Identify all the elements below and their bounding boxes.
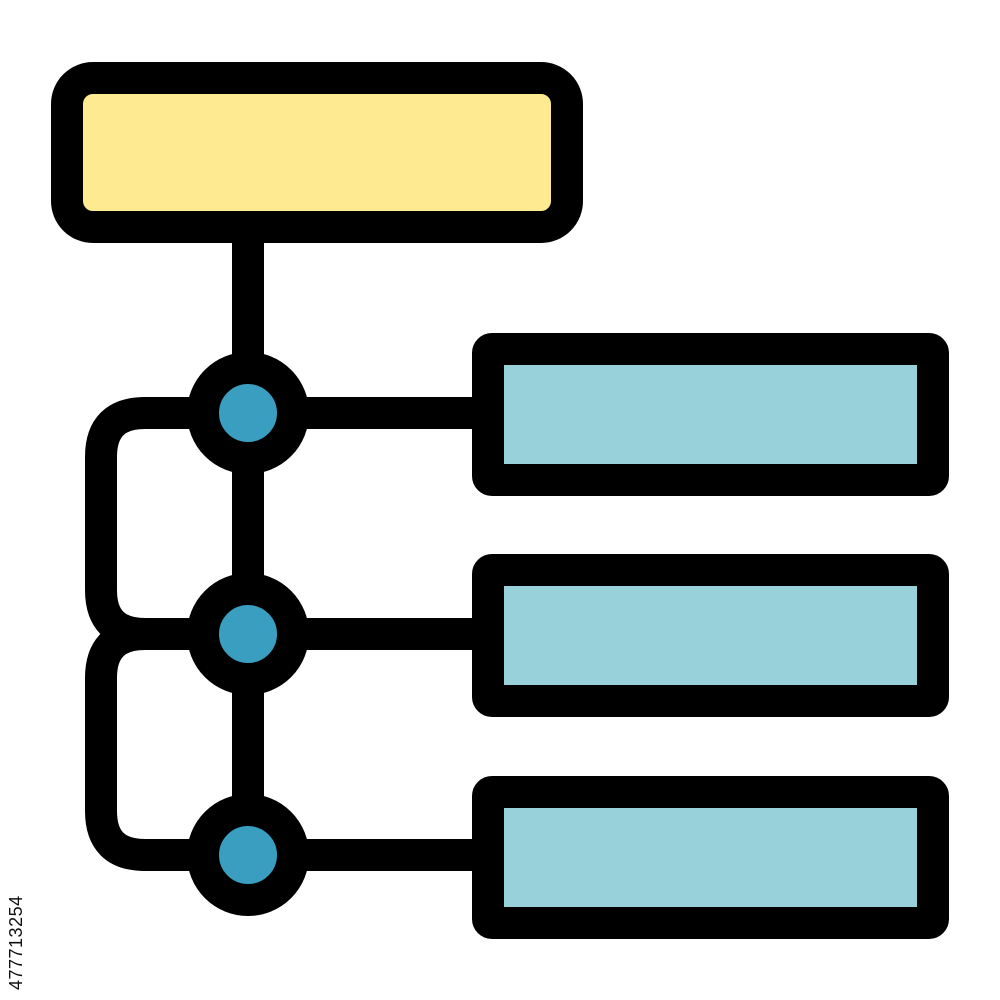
stock-id-watermark: 477713254 xyxy=(6,895,26,990)
child-box-2 xyxy=(472,554,949,717)
child-box-1 xyxy=(472,333,949,496)
root-box xyxy=(51,62,583,243)
node-1 xyxy=(187,352,309,474)
loop-connector-lower xyxy=(85,618,264,871)
node-3 xyxy=(187,794,309,916)
node-2 xyxy=(187,573,309,695)
child-box-3 xyxy=(472,776,949,939)
